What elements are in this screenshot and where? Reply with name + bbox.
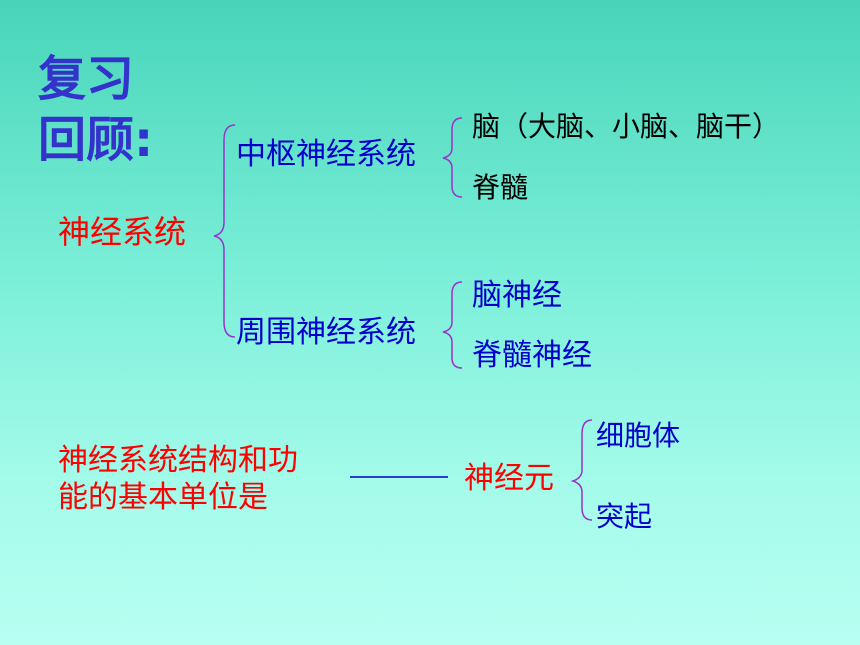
- question-line2: 能的基本单位是: [58, 480, 268, 515]
- neuron-part-cellbody: 细胞体: [596, 419, 681, 452]
- peripheral-child-cranial: 脑神经: [472, 278, 562, 313]
- neuron-part-process: 突起: [596, 500, 653, 533]
- root-brace: [213, 124, 236, 338]
- peripheral-brace: [442, 281, 463, 369]
- answer-label: 神经元: [464, 461, 554, 496]
- question-line1: 神经系统结构和功: [58, 443, 298, 478]
- peripheral-child-spinal: 脊髓神经: [472, 338, 592, 373]
- review-title-line2: 回顾:: [38, 112, 154, 168]
- central-child-spinal: 脊髓: [472, 171, 529, 204]
- central-label: 中枢神经系统: [236, 137, 416, 172]
- root-label: 神经系统: [58, 213, 187, 251]
- central-child-brain: 脑（大脑、小脑、脑干）: [472, 110, 781, 143]
- central-brace: [442, 117, 463, 198]
- neuron-brace: [570, 419, 593, 521]
- review-title-line1: 复习: [38, 51, 135, 107]
- peripheral-label: 周围神经系统: [236, 315, 416, 350]
